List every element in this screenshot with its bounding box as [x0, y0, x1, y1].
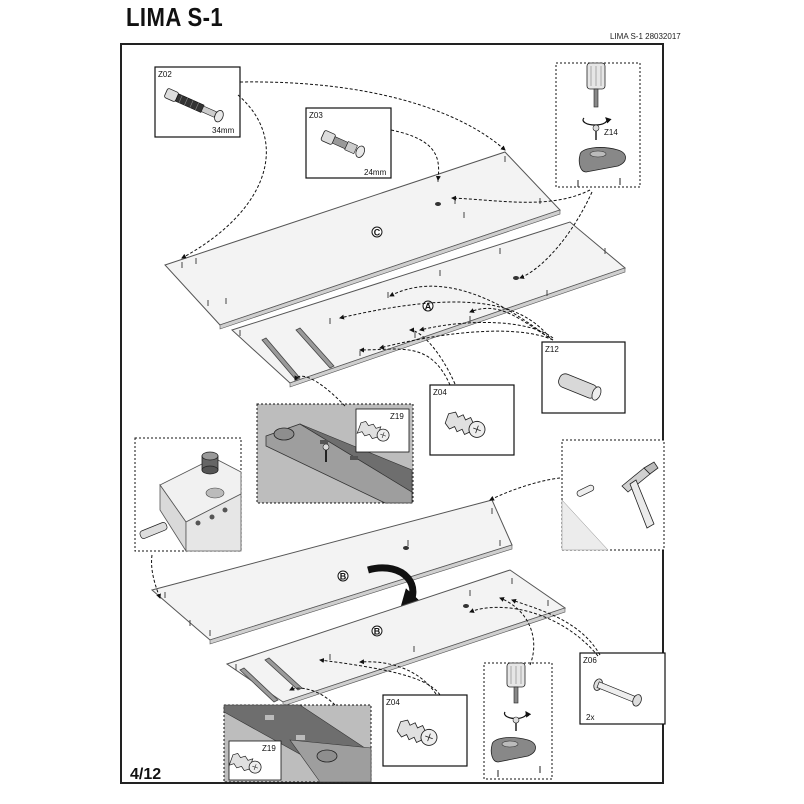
panel-b-bottom-marker: B	[371, 625, 383, 637]
hammer-detail	[561, 439, 665, 551]
plastic-anchor-icon	[228, 752, 262, 774]
panel-b-bottom	[225, 569, 567, 707]
connector-bolt-icon	[593, 678, 642, 707]
z04-top-detail-box: Z04	[429, 384, 515, 456]
document-code: LIMA S-1 28032017	[610, 32, 681, 41]
panel-b-top-marker: B	[337, 570, 349, 582]
z14-detail-box: Z14	[555, 62, 641, 188]
z06-code: Z06	[583, 656, 597, 665]
cam-bolt-long-icon	[164, 88, 224, 123]
z03-size: 24mm	[364, 168, 387, 177]
z02-size: 34mm	[212, 126, 235, 135]
hammer-icon	[621, 461, 659, 529]
leader-arrows	[151, 81, 601, 706]
z19-top-code: Z19	[390, 412, 404, 421]
instruction-frame	[120, 43, 664, 784]
z04-top-code: Z04	[433, 388, 447, 397]
wooden-dowel-icon	[139, 522, 168, 539]
panel-c	[164, 151, 561, 330]
cam-lock-detail	[134, 437, 242, 553]
z02-detail-box: Z02 34mm	[154, 66, 241, 138]
runner-detail-top: Z19	[256, 403, 414, 504]
page-number: 4/12	[130, 766, 162, 783]
screw-icon	[592, 124, 600, 140]
plastic-anchor-icon	[444, 411, 486, 438]
wooden-dowel-icon	[558, 373, 602, 401]
runner-detail-bottom: Z19	[223, 704, 372, 783]
screw-icon	[322, 443, 330, 462]
screwdriver-icon	[586, 62, 606, 108]
panel-c-label: C	[374, 228, 381, 238]
panel-a-marker: A	[422, 300, 434, 312]
plastic-foot-icon	[578, 147, 626, 173]
plastic-foot-icon	[490, 737, 536, 763]
foot-detail-bottom	[483, 662, 553, 780]
panel-a-label: A	[425, 302, 432, 312]
wooden-dowel-icon	[576, 484, 595, 497]
panel-c-marker: C	[371, 226, 383, 238]
plastic-anchor-icon	[356, 420, 390, 442]
z02-code: Z02	[158, 70, 172, 79]
z04-bottom-code: Z04	[386, 698, 400, 707]
cam-bolt-short-icon	[320, 130, 366, 158]
z14-code: Z14	[604, 128, 618, 137]
panel-b-bottom-label: B	[374, 627, 381, 637]
cam-lock-icon	[201, 451, 219, 475]
z19-bottom-code: Z19	[262, 744, 276, 753]
panel-b-top	[150, 499, 513, 645]
z03-code: Z03	[309, 111, 323, 120]
z06-detail-box: Z06 2x	[579, 652, 666, 725]
z03-detail-box: Z03 24mm	[305, 107, 392, 179]
screw-icon	[512, 716, 520, 731]
z06-quantity: 2x	[586, 713, 594, 722]
z04-bottom-detail-box: Z04	[382, 694, 468, 767]
plastic-anchor-icon	[396, 719, 438, 746]
z12-detail-box: Z12	[541, 341, 626, 414]
z12-code: Z12	[545, 345, 559, 354]
panel-b-top-label: B	[340, 572, 347, 582]
screwdriver-icon	[506, 662, 526, 704]
document-title: LIMA S-1	[126, 2, 224, 32]
